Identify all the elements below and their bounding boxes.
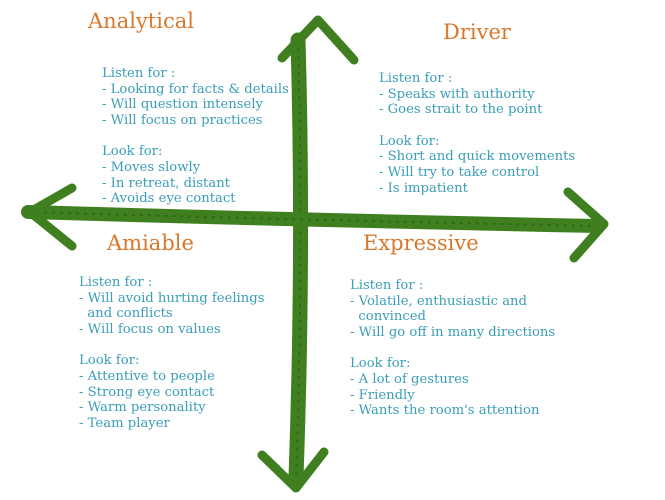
list-item: - Avoids eye contact bbox=[102, 191, 236, 207]
list-item: - A lot of gestures bbox=[350, 371, 469, 387]
list-item: - Will focus on values bbox=[79, 321, 221, 337]
list-item: - Will go off in many directions bbox=[350, 324, 556, 340]
expressive-block: Listen for : - Volatile, enthusiastic an… bbox=[350, 278, 555, 419]
list-item: - Will focus on practices bbox=[102, 112, 263, 128]
list-item: - Volatile, enthusiastic and bbox=[350, 293, 527, 309]
list-item: - In retreat, distant bbox=[102, 175, 230, 191]
list-item: - Moves slowly bbox=[102, 159, 201, 175]
list-item: - Wants the room's attention bbox=[350, 403, 540, 419]
list-item: - Will question intensely bbox=[102, 97, 264, 113]
listen-label: Listen for : bbox=[350, 278, 424, 293]
driver-title: Driver bbox=[443, 20, 511, 44]
look-label: Look for: bbox=[102, 144, 163, 160]
amiable-block: Listen for : - Will avoid hurting feelin… bbox=[79, 275, 264, 431]
list-item: and conflicts bbox=[79, 306, 173, 322]
list-item: - Short and quick movements bbox=[379, 149, 576, 165]
list-item: - Goes strait to the point bbox=[379, 102, 543, 118]
list-item: - Attentive to people bbox=[79, 368, 215, 384]
list-item: - Looking for facts & details bbox=[102, 81, 289, 97]
vertical-axis-arrow bbox=[257, 15, 359, 493]
expressive-title: Expressive bbox=[363, 231, 479, 255]
list-item: - Warm personality bbox=[79, 400, 206, 416]
list-item: - Friendly bbox=[350, 387, 415, 403]
analytical-block: Listen for : - Looking for facts & detai… bbox=[102, 66, 289, 207]
analytical-title: Analytical bbox=[88, 9, 194, 33]
listen-label: Listen for : bbox=[79, 275, 153, 290]
list-item: - Speaks with authority bbox=[379, 86, 535, 102]
look-label: Look for: bbox=[350, 356, 411, 372]
list-item: - Team player bbox=[79, 415, 170, 431]
look-label: Look for: bbox=[379, 133, 440, 149]
horizontal-axis-arrow bbox=[21, 183, 609, 263]
list-item: convinced bbox=[350, 309, 426, 325]
list-item: - Will try to take control bbox=[379, 164, 540, 180]
look-label: Look for: bbox=[79, 353, 140, 369]
list-item: - Will avoid hurting feelings bbox=[79, 290, 265, 306]
listen-label: Listen for : bbox=[102, 66, 176, 81]
list-item: - Strong eye contact bbox=[79, 384, 215, 400]
driver-block: Listen for : - Speaks with authority - G… bbox=[379, 71, 575, 196]
listen-label: Listen for : bbox=[379, 71, 453, 86]
amiable-title: Amiable bbox=[107, 231, 194, 255]
list-item: - Is impatient bbox=[379, 180, 468, 196]
